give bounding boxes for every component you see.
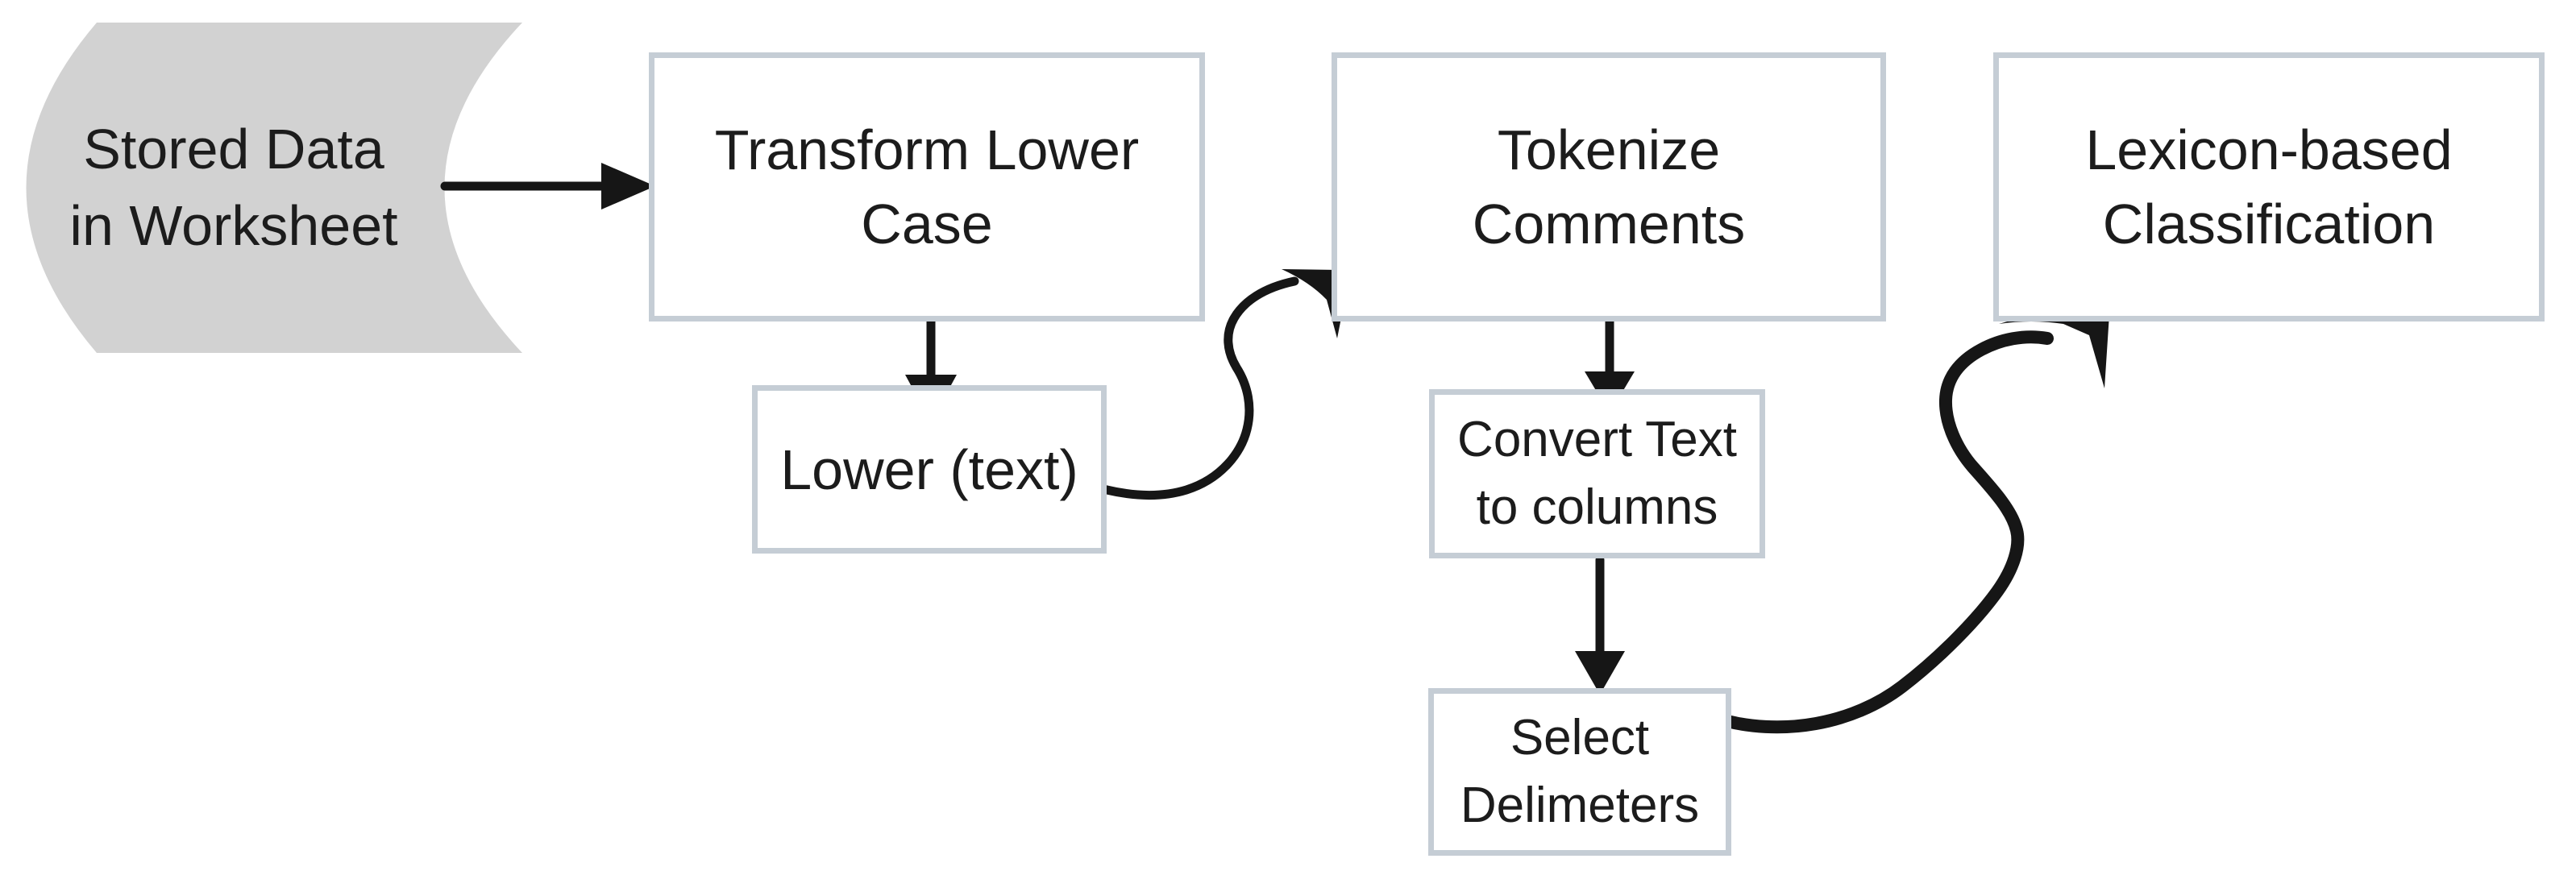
node-stored-data-label: Stored Data in Worksheet xyxy=(69,118,398,257)
node-lower-text-label: Lower (text) xyxy=(780,438,1078,501)
node-tokenize-comments-label: Tokenize Comments xyxy=(1472,118,1746,255)
arrow-convert-to-select xyxy=(1575,555,1625,695)
node-transform-lower-case-label: Transform Lower Case xyxy=(714,118,1140,255)
node-lexicon-based-classification-label: Lexicon-based Classification xyxy=(2085,118,2453,255)
node-tokenize-comments: Tokenize Comments xyxy=(1332,52,1886,321)
node-convert-text-to-columns-label: Convert Text to columns xyxy=(1457,412,1737,535)
node-select-delimeters: Select Delimeters xyxy=(1428,688,1731,856)
node-stored-data: Stored Data in Worksheet xyxy=(16,23,451,353)
node-lexicon-based-classification: Lexicon-based Classification xyxy=(1993,52,2545,321)
node-convert-text-to-columns: Convert Text to columns xyxy=(1429,389,1765,558)
node-select-delimeters-label: Select Delimeters xyxy=(1460,710,1700,833)
arrow-stored-to-transform xyxy=(440,163,655,209)
stored-data-shape xyxy=(26,23,522,353)
node-transform-lower-case: Transform Lower Case xyxy=(649,52,1205,321)
arrow-select-to-lexicon xyxy=(1709,296,2110,734)
node-lower-text: Lower (text) xyxy=(752,385,1107,554)
